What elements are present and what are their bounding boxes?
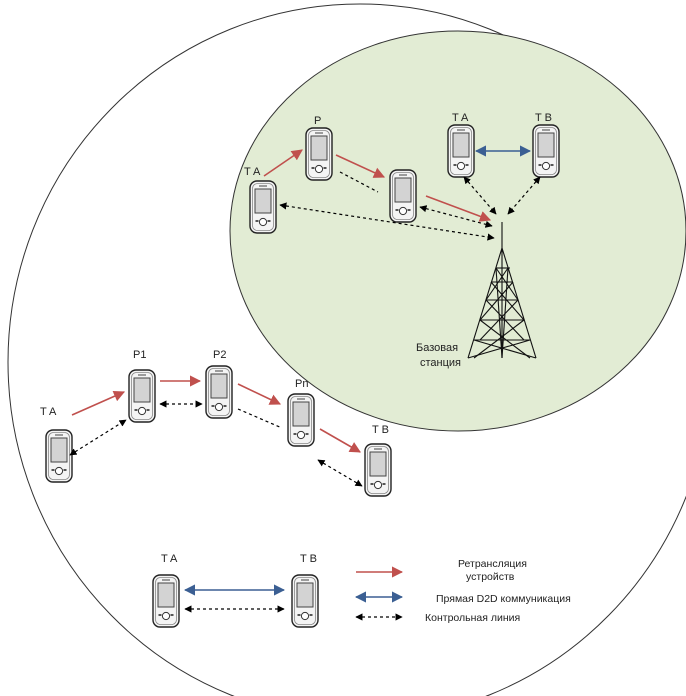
- label-p-cell: P: [314, 115, 321, 127]
- label-ta2-cell: T A: [452, 112, 469, 124]
- label-tb-chain: T B: [372, 424, 389, 436]
- label-p2-chain: P2: [213, 349, 226, 361]
- control-arrow-ta-bs: [279, 202, 495, 241]
- control-arrow-relay-bs: [419, 205, 493, 228]
- device-p2-chain: [205, 365, 233, 419]
- label-station-line1: Базовая: [416, 342, 458, 354]
- legend-control-label: Контрольная линия: [425, 612, 520, 624]
- legend-relay-label-line1: Ретрансляция: [458, 558, 527, 570]
- device-relay2-cell: [389, 169, 417, 223]
- control-arrow-ta2-bs: [463, 176, 497, 215]
- device-tb-legend: [291, 574, 319, 628]
- label-ta-cell: T A: [244, 166, 261, 178]
- device-ta-cell: [249, 180, 277, 234]
- device-p-cell: [305, 127, 333, 181]
- device-ta2-cell: [447, 124, 475, 178]
- relay-arrow-p2-pn: [237, 383, 282, 405]
- label-p1-chain: P1: [133, 349, 146, 361]
- control-arrow-ta-p1: [69, 419, 127, 456]
- control-arrow-tb-bs: [507, 176, 541, 215]
- device-tb-cell: [532, 124, 560, 178]
- relay-arrow-p-relay: [335, 154, 386, 178]
- control-arrow-pn-tb: [317, 459, 363, 487]
- device-ta-chain: [45, 429, 73, 483]
- control-line-p2-pn: [237, 408, 283, 429]
- device-tb-chain: [364, 443, 392, 497]
- legend-relay-label-line2: устройств: [466, 571, 515, 583]
- label-ta-chain: T A: [40, 406, 57, 418]
- label-tb-legend: T B: [300, 553, 317, 565]
- legend-direct-label: Прямая D2D коммуникация: [436, 593, 571, 605]
- device-p1-chain: [128, 369, 156, 423]
- device-pn-chain: [287, 393, 315, 447]
- label-ta-legend: T A: [161, 553, 178, 565]
- device-ta-legend: [152, 574, 180, 628]
- control-line-p-relay: [339, 171, 379, 193]
- label-station-line2: станция: [420, 357, 461, 369]
- relay-arrow-pn-tb: [319, 428, 361, 453]
- label-tb-cell: T B: [535, 112, 552, 124]
- relay-arrow-ta-p1: [71, 390, 126, 416]
- cell-tower-icon: [467, 222, 537, 359]
- label-pn-chain: Pn: [295, 378, 308, 390]
- relay-arrow-ta-p: [263, 149, 303, 177]
- base-station-coverage-area: [229, 30, 686, 432]
